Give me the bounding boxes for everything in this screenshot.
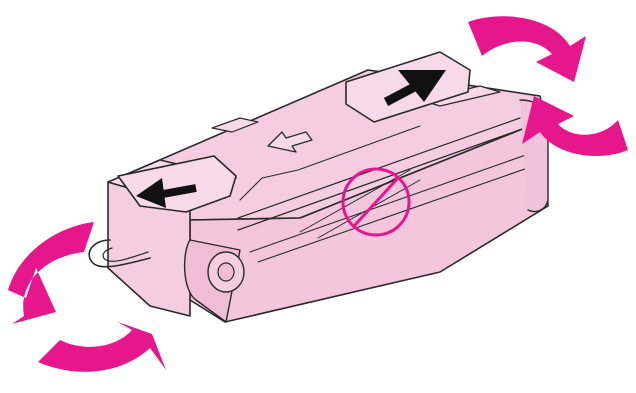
cartridge-shake-diagram [0, 0, 636, 393]
